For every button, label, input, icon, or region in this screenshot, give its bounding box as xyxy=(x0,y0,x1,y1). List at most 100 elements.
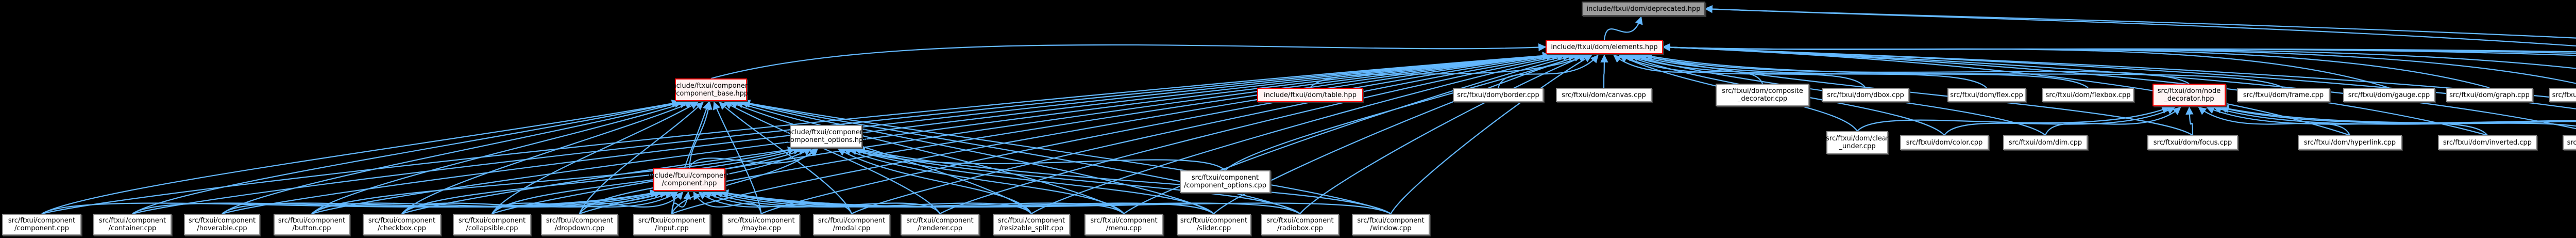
include-edge xyxy=(720,189,1301,214)
include-edge xyxy=(41,99,680,214)
include-edge xyxy=(939,52,1566,214)
graph-node-gauge[interactable]: src/ftxui/dom/gauge.cpp xyxy=(2343,88,2435,102)
graph-node-label: include/ftxui/component xyxy=(670,82,752,90)
graph-node-label: src/ftxui/dom/focus.cpp xyxy=(2153,138,2232,147)
include-edge xyxy=(41,189,658,214)
graph-node-label: /component_base.hpp xyxy=(673,90,749,98)
graph-node-label: src/ftxui/component xyxy=(8,217,76,225)
include-edge xyxy=(1704,5,2576,39)
graph-node-label: _decorator.hpp xyxy=(2164,95,2214,103)
graph-node-dbox[interactable]: src/ftxui/dom/dbox.cpp xyxy=(1822,88,1909,102)
graph-node-b_slider[interactable]: src/ftxui/component/slider.cpp xyxy=(1177,214,1251,235)
graph-node-inverted[interactable]: src/ftxui/dom/inverted.cpp xyxy=(2438,135,2537,150)
graph-node-flexbox[interactable]: src/ftxui/dom/flexbox.cpp xyxy=(2042,88,2134,102)
graph-node-b_radiobox[interactable]: src/ftxui/component/radiobox.cpp xyxy=(1261,214,1339,235)
include-edge xyxy=(2221,105,2576,124)
graph-node-b_button[interactable]: src/ftxui/component/button.cpp xyxy=(274,214,350,235)
graph-node-b_menu[interactable]: src/ftxui/component/menu.cpp xyxy=(1084,214,1163,235)
graph-node-label: src/ftxui/component xyxy=(458,217,526,225)
graph-node-label: src/ftxui/dom/hyperlink.cpp xyxy=(2303,138,2396,147)
graph-node-component_options_cpp[interactable]: src/ftxui/component/component_options.cp… xyxy=(1180,170,1270,193)
graph-node-b_component[interactable]: src/ftxui/component/component.cpp xyxy=(2,214,81,235)
graph-node-label: src/ftxui/component xyxy=(727,217,795,225)
graph-node-b_modal[interactable]: src/ftxui/component/modal.cpp xyxy=(813,214,890,235)
graph-node-label: include/ftxui/dom/deprecated.hpp xyxy=(1586,5,1701,13)
graph-node-composite[interactable]: src/ftxui/dom/composite_decorator.cpp xyxy=(1716,84,1809,106)
graph-node-component_base[interactable]: include/ftxui/component/component_base.h… xyxy=(670,78,752,101)
graph-node-deprecated[interactable]: include/ftxui/dom/deprecated.hpp xyxy=(1582,2,1705,16)
graph-node-italic[interactable]: src/ftxui/dom/italic.cpp xyxy=(2563,135,2576,150)
graph-node-color[interactable]: src/ftxui/dom/color.cpp xyxy=(1900,135,1989,150)
graph-node-label: /renderer.cpp xyxy=(918,225,962,232)
graph-node-node_decorator[interactable]: src/ftxui/dom/node_decorator.hpp xyxy=(2153,84,2226,106)
include-edge xyxy=(311,146,796,214)
graph-node-b_checkbox[interactable]: src/ftxui/component/checkbox.cpp xyxy=(363,214,441,235)
include-edge xyxy=(2185,106,2194,136)
graph-node-b_hoverable[interactable]: src/ftxui/component/hoverable.cpp xyxy=(184,214,260,235)
graph-node-label: src/ftxui/dom/composite xyxy=(1722,87,1803,95)
graph-node-label: src/ftxui/component xyxy=(997,217,1065,225)
graph-node-label: /modal.cpp xyxy=(833,225,871,232)
include-edge xyxy=(1624,54,1945,136)
include-edge xyxy=(1603,16,1643,40)
include-edge xyxy=(492,192,679,214)
include-edge xyxy=(671,148,818,214)
include-edge xyxy=(492,147,807,214)
graph-node-b_window[interactable]: src/ftxui/component/window.cpp xyxy=(1352,214,1430,235)
include-edge xyxy=(2213,105,2576,127)
include-edge xyxy=(1662,43,2576,101)
include-edge xyxy=(2219,105,2576,124)
graph-node-b_collapsible[interactable]: src/ftxui/component/collapsible.cpp xyxy=(453,214,531,235)
graph-node-border[interactable]: src/ftxui/dom/border.cpp xyxy=(1453,88,1544,102)
graph-node-label: src/ftxui/component xyxy=(188,217,256,225)
graph-node-clear_under[interactable]: src/ftxui/dom/clear_under.cpp xyxy=(1826,131,1889,154)
include-edge xyxy=(709,191,1032,214)
graph-node-label: src/ftxui/component xyxy=(638,217,706,225)
graph-node-label: src/ftxui/dom/gauge.cpp xyxy=(2348,91,2430,99)
include-edge xyxy=(2198,107,2351,136)
graph-node-frame[interactable]: src/ftxui/dom/frame.cpp xyxy=(2237,88,2330,102)
graph-node-label: src/ftxui/component xyxy=(98,217,166,225)
include-edge xyxy=(1213,53,1582,214)
graph-node-label: src/ftxui/component xyxy=(368,217,436,225)
include-edge xyxy=(311,100,688,214)
graph-node-b_maybe[interactable]: src/ftxui/component/maybe.cpp xyxy=(722,214,800,235)
graph-node-label: src/ftxui/component xyxy=(1090,217,1158,225)
graph-node-label: src/ftxui/dom/node xyxy=(2157,87,2221,95)
graph-node-table[interactable]: include/ftxui/dom/table.hpp xyxy=(1257,88,1363,102)
include-edge xyxy=(2044,106,2181,136)
include-edge xyxy=(1390,55,1592,214)
graph-node-label: /radiobox.cpp xyxy=(1277,225,1323,232)
graph-node-label: src/ftxui/component xyxy=(278,217,346,225)
graph-node-b_renderer[interactable]: src/ftxui/component/renderer.cpp xyxy=(901,214,979,235)
graph-node-b_dropdown[interactable]: src/ftxui/component/dropdown.cpp xyxy=(541,214,618,235)
graph-node-canvas_cpp[interactable]: src/ftxui/dom/canvas.cpp xyxy=(1556,88,1652,102)
include-edge xyxy=(132,100,680,214)
graph-node-flex[interactable]: src/ftxui/dom/flex.cpp xyxy=(1947,88,2026,102)
graph-node-b_input[interactable]: src/ftxui/component/input.cpp xyxy=(633,214,710,235)
include-edge xyxy=(724,102,941,214)
graph-node-b_resizable[interactable]: src/ftxui/component/resizable_split.cpp xyxy=(993,214,1070,235)
graph-node-graph_cpp[interactable]: src/ftxui/dom/graph.cpp xyxy=(2446,88,2533,102)
include-edge xyxy=(401,101,693,214)
graph-node-hyperlink[interactable]: src/ftxui/dom/hyperlink.cpp xyxy=(2298,135,2402,150)
graph-node-elements[interactable]: include/ftxui/dom/elements.hpp xyxy=(1546,40,1663,54)
include-edge xyxy=(720,189,1214,214)
graph-node-component_hpp[interactable]: include/ftxui/component/component.hpp xyxy=(649,168,730,191)
graph-node-focus[interactable]: src/ftxui/dom/focus.cpp xyxy=(2147,135,2238,150)
graph-node-label: src/ftxui/dom/border.cpp xyxy=(1457,91,1539,99)
include-edge xyxy=(1299,54,1587,214)
graph-node-b_container[interactable]: src/ftxui/component/container.cpp xyxy=(93,214,172,235)
graph-node-label: /resizable_split.cpp xyxy=(999,225,1064,232)
graph-node-label: include/ftxui/dom/elements.hpp xyxy=(1551,43,1658,51)
graph-node-component_options_hpp[interactable]: include/ftxui/component/component_option… xyxy=(784,125,868,148)
include-edge xyxy=(41,52,1551,215)
graph-node-label: /button.cpp xyxy=(292,225,331,232)
include-edge xyxy=(742,100,1301,214)
graph-node-gridbox[interactable]: src/ftxui/dom/gridbox.cpp xyxy=(2549,88,2576,102)
graph-node-label: src/ftxui/dom/canvas.cpp xyxy=(1562,91,1646,99)
graph-node-label: /component.hpp xyxy=(662,180,717,187)
include-edge xyxy=(1225,53,1583,171)
graph-node-dim[interactable]: src/ftxui/dom/dim.cpp xyxy=(2003,135,2088,150)
